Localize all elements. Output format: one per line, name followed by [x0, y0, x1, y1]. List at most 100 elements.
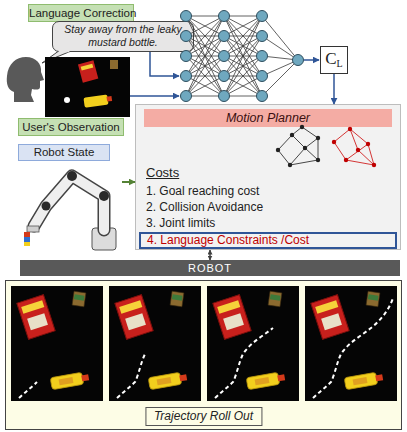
neuron — [219, 31, 230, 42]
network-link — [224, 36, 262, 96]
neuron — [293, 55, 304, 66]
output-arrow — [304, 59, 319, 61]
cost-subscript: L — [337, 58, 343, 69]
graph-node — [332, 140, 336, 144]
rollout-frame — [11, 286, 103, 401]
trajectory — [313, 298, 393, 398]
section-label: Language Correction — [28, 4, 134, 22]
user-head — [7, 57, 44, 102]
network-link — [186, 16, 224, 76]
cost-item: 4. Language Constraints /Cost — [141, 234, 395, 247]
network-link — [186, 36, 224, 96]
robot-bar: ROBOT — [20, 260, 400, 276]
arm-outline — [34, 176, 104, 230]
label-text: User's Observation — [19, 119, 123, 135]
cost-box: CL — [320, 46, 348, 74]
arm-links — [34, 176, 104, 230]
connector-arrow — [333, 74, 335, 104]
graph-node — [303, 146, 307, 150]
joint — [67, 171, 77, 181]
graph-edges — [278, 127, 318, 165]
scene — [305, 286, 397, 401]
neuron — [219, 71, 230, 82]
connector-arrow — [122, 181, 135, 183]
neuron — [257, 51, 268, 62]
graph-node — [316, 158, 320, 162]
neural-network — [181, 11, 304, 102]
gripper — [27, 226, 39, 232]
network-link — [186, 76, 224, 96]
scene — [11, 286, 103, 401]
costs-heading: Costs — [146, 165, 179, 180]
neuron — [257, 31, 268, 42]
panel-caption: Trajectory Roll Out — [145, 407, 262, 426]
network-link — [186, 16, 224, 36]
bubble-tail-join — [59, 51, 70, 53]
neuron — [257, 91, 268, 102]
cost-item: 2. Collision Avoidance — [146, 200, 263, 214]
input-arrow — [130, 95, 179, 97]
joint — [99, 191, 109, 201]
roadmap-graph — [276, 125, 320, 167]
held-object — [24, 232, 30, 237]
neuron — [257, 71, 268, 82]
network-link — [224, 16, 262, 36]
connectors — [122, 74, 334, 260]
section-label: User's Observation — [18, 118, 124, 136]
box-body — [78, 60, 98, 82]
observation-image — [45, 57, 130, 117]
graph-node — [348, 127, 352, 131]
bottle-body — [83, 95, 108, 108]
neuron — [219, 51, 230, 62]
speech-bubble: Stay away from the leaky mustard bottle. — [52, 21, 194, 52]
trajectory — [215, 328, 273, 398]
cracker-box — [78, 60, 98, 82]
network-link — [224, 16, 262, 36]
network-link — [186, 16, 224, 36]
network-link — [224, 76, 262, 96]
scene — [109, 286, 201, 401]
robot-image — [22, 162, 118, 252]
speech-text: Stay away from the leaky mustard bottle. — [53, 22, 193, 50]
neuron — [181, 91, 192, 102]
graph-node — [288, 163, 292, 167]
network-link — [186, 36, 224, 96]
planner-title: Motion Planner — [144, 109, 392, 127]
small-box — [110, 60, 118, 69]
graph-edges — [334, 129, 374, 165]
graph-node — [290, 133, 294, 137]
bottle-cap — [106, 96, 112, 102]
graph-node — [276, 148, 280, 152]
cost-symbol: C — [325, 49, 336, 68]
neuron — [219, 91, 230, 102]
rollout-frame — [109, 286, 201, 401]
label-text: Robot State — [18, 144, 110, 161]
neuron — [181, 31, 192, 42]
neuron — [181, 11, 192, 22]
connector-arrow — [209, 250, 211, 260]
box-label — [81, 64, 94, 71]
graph-node — [316, 136, 320, 140]
mustard-bottle — [83, 94, 112, 108]
planner-box: Motion PlannerCosts1. Goal reaching cost… — [135, 104, 401, 250]
trajectory — [19, 382, 37, 398]
input-arrow — [150, 52, 179, 76]
constrained-graph — [332, 127, 376, 167]
graph-node — [344, 158, 348, 162]
scene — [207, 286, 299, 401]
image-background — [22, 162, 118, 252]
network-link — [186, 76, 224, 96]
network-link — [224, 36, 262, 96]
network-link — [224, 16, 262, 76]
rollout-frame — [207, 286, 299, 401]
user-marker — [64, 97, 70, 103]
image-background — [45, 57, 130, 117]
network-link — [186, 16, 224, 76]
neuron — [257, 11, 268, 22]
graph-node — [356, 148, 360, 152]
robot-label: ROBOT — [20, 260, 400, 276]
trajectory — [117, 354, 145, 398]
held-object — [24, 237, 30, 242]
label-text: Language Correction — [29, 5, 133, 21]
